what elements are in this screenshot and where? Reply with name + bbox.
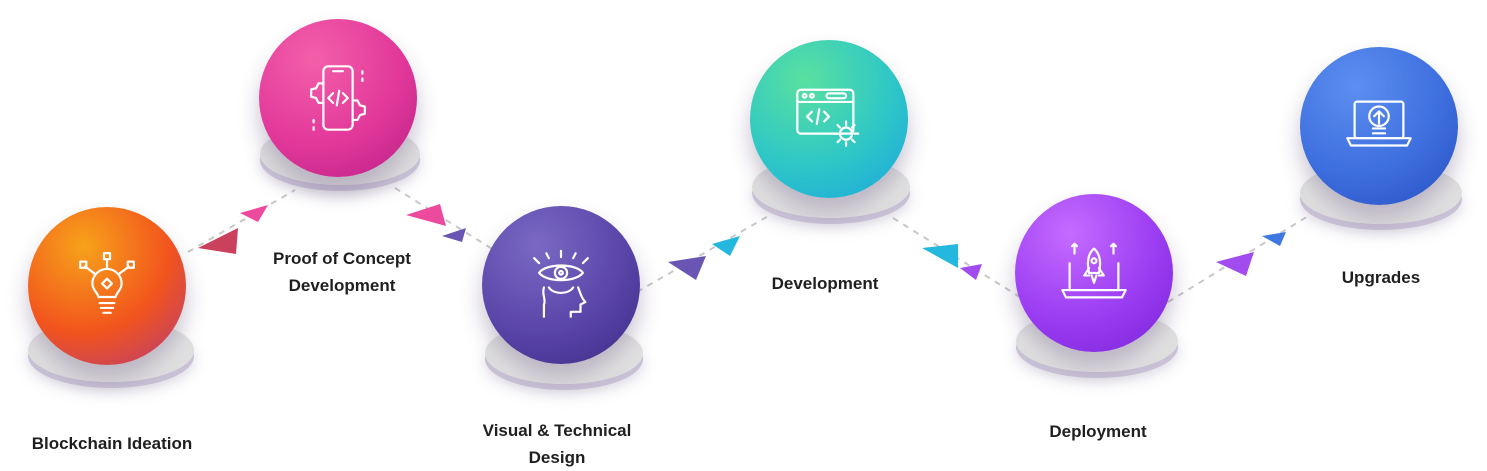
step-label-line-1: Deployment [1049,422,1147,441]
sphere-visual-technical-design [482,206,640,364]
connector-arrow-2a [406,204,446,226]
connector-arrow-2b [442,228,466,242]
eye-head-icon [533,249,589,318]
sphere-proof-of-concept [259,19,417,177]
browser-code-gear-icon [796,88,860,147]
lightbulb-network-icon [79,251,135,314]
sphere-deployment [1015,194,1173,352]
step-label: Upgrades [1289,264,1473,291]
connector-arrow-5a [1216,252,1254,276]
step-label: Blockchain Ideation [20,430,204,457]
connector-line-3 [636,214,771,293]
connector-arrow-1a [198,228,238,254]
step-label-line-1: Visual & Technical [482,421,632,440]
sphere-blockchain-ideation [28,207,186,365]
sphere-upgrades [1300,47,1458,205]
step-label-line-1: Upgrades [1341,268,1421,287]
step-label: Deployment [1006,418,1190,445]
step-label-line-1: Blockchain Ideation [31,434,193,453]
step-label: Proof of Concept Development [250,245,434,299]
step-label-line-1: Proof of Concept [273,249,411,268]
connector-line-2 [394,187,498,253]
connector-arrow-1b [240,205,268,222]
connector-arrow-5b [1262,232,1286,246]
connector-arrow-4a [922,244,958,268]
step-label: Visual & Technical Design [465,417,649,471]
connector-line-4 [892,217,1029,303]
mobile-code-icon [310,65,366,131]
step-label-line-2: Development [288,276,396,295]
laptop-upload-icon [1346,100,1412,147]
sphere-development [750,40,908,198]
connector-arrow-4b [960,264,982,280]
connector-line-1 [187,189,296,253]
step-label-line-2: Design [528,448,586,467]
step-label: Development [733,270,917,297]
connector-arrow-3a [668,256,706,280]
step-label-line-1: Development [771,274,879,293]
connector-arrow-3b [712,236,740,256]
laptop-rocket-icon [1061,242,1127,299]
